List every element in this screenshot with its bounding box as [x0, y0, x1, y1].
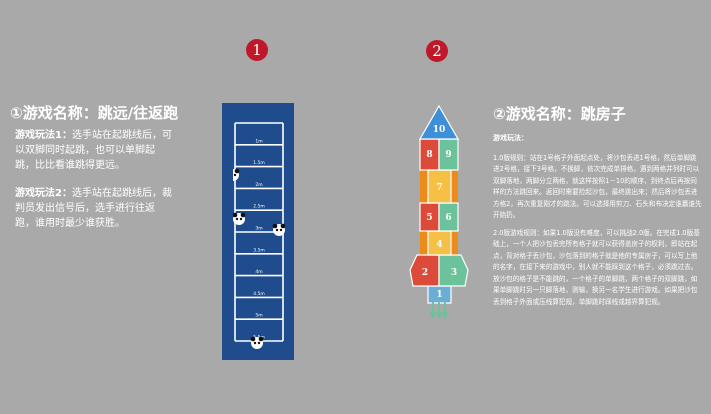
rocket-exhaust	[430, 302, 436, 320]
game1-rule1-label: 游戏玩法1：	[15, 130, 72, 141]
distance-label: 3.5m	[253, 247, 265, 253]
hopscotch-cell	[418, 104, 460, 140]
panda-icon	[233, 212, 246, 225]
distance-label: 4.5m	[253, 291, 265, 297]
game1-rule1: 游戏玩法1：选手站在起跳线后，可以双脚同时起跳，也可以单脚起跳，比比看谁跳得更远…	[15, 128, 173, 173]
panda-icon	[250, 336, 264, 349]
game2-rules: 游戏玩法： 1.0版规则：站在1号格子外面起点处，将沙包丢进1号格，然后单脚跳进…	[493, 133, 703, 314]
rocket-exhaust	[442, 302, 448, 320]
number-badge-1: 1	[246, 39, 268, 61]
number-badge-2: 2	[426, 40, 448, 62]
cell-number: 2	[422, 268, 428, 278]
game1-rule2-text: 选手站在起跳线后，裁判员发出信号后，选手进行往返跑，谁用时最少谁获胜。	[15, 188, 172, 229]
rocket-side-panel	[451, 170, 458, 203]
rocket-exhaust	[436, 302, 442, 320]
cell-number: 5	[426, 213, 432, 223]
rocket-side-panel	[420, 170, 428, 203]
game1-rule2: 游戏玩法2：选手站在起跳线后，裁判员发出信号后，选手进行往返跑，谁用时最少谁获胜…	[15, 186, 173, 231]
game2-title: ②游戏名称：跳房子	[493, 105, 626, 123]
cell-number: 10	[433, 125, 446, 135]
panda-icon	[233, 168, 240, 181]
distance-label: 4m	[255, 269, 262, 275]
hopscotch-diagram: 1 2 3 4 5 6 7 8 9 10	[409, 104, 469, 320]
hopscotch-cell	[438, 202, 459, 232]
game2-para1: 1.0版规则：站在1号格子外面起点处，将沙包丢进1号格，然后单脚跳进2号格，接下…	[493, 153, 702, 220]
rocket-side-panel	[420, 231, 428, 255]
game1-rule2-label: 游戏玩法2：	[15, 188, 72, 199]
cell-number: 4	[436, 240, 442, 250]
distance-label: 2.5m	[253, 204, 265, 210]
game2-heading: 游戏玩法：	[493, 134, 528, 142]
distance-label: 3m	[255, 226, 262, 232]
cell-number: 1	[436, 290, 442, 300]
distance-label: 1m	[255, 138, 262, 144]
distance-label: 1.5m	[253, 160, 265, 166]
distance-label: 5m	[255, 313, 262, 319]
cell-number: 9	[445, 150, 451, 160]
cell-number: 3	[451, 268, 457, 278]
game1-rule1-text: 选手站在起跳线后，可以双脚同时起跳，也可以单脚起跳，比比看谁跳得更远。	[15, 130, 172, 171]
game1-rules: 游戏玩法1：选手站在起跳线后，可以双脚同时起跳，也可以单脚起跳，比比看谁跳得更远…	[15, 128, 173, 244]
panda-icon	[272, 223, 285, 236]
game1-title: ①游戏名称：跳远/往返跑	[10, 104, 179, 122]
cell-number: 6	[445, 213, 451, 223]
hopscotch-cell	[438, 254, 469, 287]
distance-label: 2m	[255, 182, 262, 188]
cell-number: 8	[426, 150, 432, 160]
game2-para2: 2.0版游戏规则：如果1.0版没有难度，可以挑战2.0版。在完成1.0版基础上，…	[493, 228, 700, 306]
cell-number: 7	[436, 183, 442, 193]
rocket-side-panel	[451, 231, 458, 255]
